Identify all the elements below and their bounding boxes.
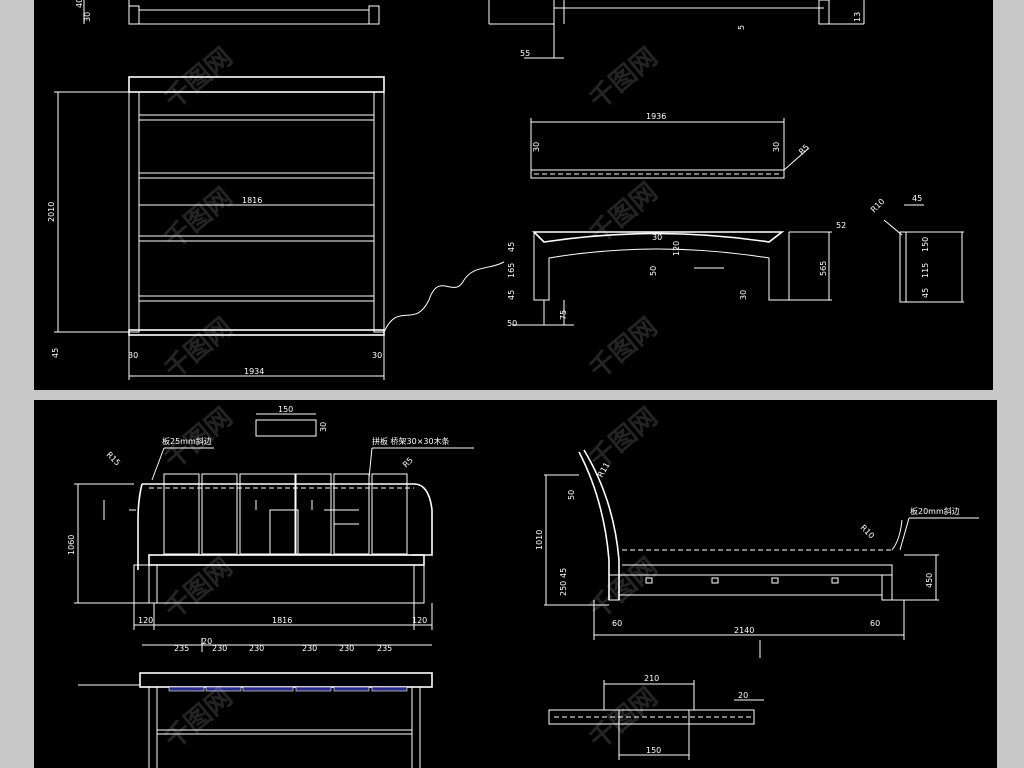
slat-block bbox=[205, 686, 242, 692]
side-small-2: 450 bbox=[925, 573, 934, 588]
front-width: 1816 bbox=[272, 616, 292, 625]
right-dim-45-bottom: 45 bbox=[921, 288, 930, 298]
side-small-3: 50 bbox=[567, 490, 576, 500]
under-dim-0: 235 bbox=[174, 644, 189, 653]
watermark: 千图网 bbox=[159, 552, 238, 625]
top-box-side: 30 bbox=[319, 422, 328, 432]
r-left: R15 bbox=[105, 450, 123, 468]
watermark: 千图网 bbox=[584, 682, 663, 755]
top-drawing-panel: 40 30 55 5 13 1816 2010 45 bbox=[34, 0, 993, 390]
side-note: 板20mm斜边 bbox=[910, 506, 960, 516]
dim-left-bottom: 45 bbox=[51, 348, 60, 358]
bottom-drawing-svg: 150 30 1060 1816 120 120 板 bbox=[67, 402, 979, 768]
note-left: 板25mm斜边 bbox=[162, 436, 212, 446]
dim-40: 40 bbox=[75, 0, 84, 8]
watermark: 千图网 bbox=[159, 682, 238, 755]
watermark: 千图网 bbox=[584, 552, 663, 625]
section-bottom: 150 bbox=[646, 746, 661, 755]
section-side: 20 bbox=[738, 691, 748, 700]
dim-corner-left: 30 bbox=[128, 351, 138, 360]
section-view: 210 20 150 bbox=[548, 674, 764, 760]
end-dim-1: 165 bbox=[507, 263, 516, 278]
slat-block bbox=[295, 686, 332, 692]
dim-55: 55 bbox=[520, 49, 530, 58]
side-small-1: 250 bbox=[559, 581, 568, 596]
right-dim-45-top: 45 bbox=[912, 194, 922, 203]
watermark: 千图网 bbox=[159, 42, 238, 115]
end-dim-9: 52 bbox=[836, 221, 846, 230]
right-r10: R10 bbox=[869, 197, 887, 215]
dim-inner-width: 1816 bbox=[242, 196, 262, 205]
end-view: 45 165 45 50 75 30 120 50 30 52 565 bbox=[507, 221, 846, 328]
watermark: 千图网 bbox=[584, 42, 663, 115]
lower-plan: 20 235 230 230 230 230 235 bbox=[78, 637, 433, 768]
top-box-dim: 150 bbox=[278, 405, 293, 414]
slat-block bbox=[371, 686, 408, 692]
bed-plan-view: 1816 2010 45 1934 30 30 bbox=[47, 76, 385, 380]
board-width: 1936 bbox=[646, 112, 666, 121]
board-left-dim: 30 bbox=[532, 142, 541, 152]
dim-corner-right: 30 bbox=[372, 351, 382, 360]
end-dim-5: 30 bbox=[652, 233, 662, 242]
end-dim-8: 30 bbox=[739, 290, 748, 300]
side-r-right: R10 bbox=[859, 523, 877, 541]
end-dim-2: 45 bbox=[507, 290, 516, 300]
dim-30: 30 bbox=[83, 12, 92, 22]
front-right: 120 bbox=[412, 616, 427, 625]
under-dim-5: 235 bbox=[377, 644, 392, 653]
dim-bottom-width: 1934 bbox=[244, 367, 264, 376]
dim-5: 5 bbox=[737, 25, 746, 30]
top-strip-left: 40 30 bbox=[75, 0, 380, 25]
end-dim-6: 120 bbox=[672, 241, 681, 256]
right-dim-115: 115 bbox=[921, 263, 930, 278]
right-dim-150: 150 bbox=[921, 237, 930, 252]
under-dim-2: 230 bbox=[249, 644, 264, 653]
watermark: 千图网 bbox=[584, 312, 663, 385]
dim-height: 2010 bbox=[47, 202, 56, 222]
r-right: R5 bbox=[401, 456, 415, 470]
under-dim-1: 230 bbox=[212, 644, 227, 653]
section-top: 210 bbox=[644, 674, 659, 683]
side-left: 60 bbox=[612, 619, 622, 628]
under-dim-3: 230 bbox=[302, 644, 317, 653]
end-dim-7: 50 bbox=[649, 266, 658, 276]
top-strip-right: 55 5 13 bbox=[488, 0, 865, 59]
top-drawing-svg: 40 30 55 5 13 1816 2010 45 bbox=[47, 0, 964, 385]
side-view: 1010 2140 60 60 R11 R10 板20mm斜边 45 250 4… bbox=[535, 449, 979, 658]
side-right: 60 bbox=[870, 619, 880, 628]
break-line bbox=[383, 261, 505, 333]
end-dim-0: 45 bbox=[507, 242, 516, 252]
front-height: 1060 bbox=[67, 535, 76, 555]
end-dim-3: 50 bbox=[507, 319, 517, 328]
right-detail: R10 45 150 115 45 bbox=[869, 194, 964, 303]
slat-block bbox=[333, 686, 370, 692]
slat-block bbox=[168, 686, 205, 692]
side-length: 2140 bbox=[734, 626, 754, 635]
front-left: 120 bbox=[138, 616, 153, 625]
slat-block bbox=[242, 686, 294, 692]
end-dim-4: 75 bbox=[559, 310, 568, 320]
watermark: 千图网 bbox=[159, 182, 238, 255]
end-dim-10: 565 bbox=[819, 261, 828, 276]
note-right: 拼板 桥架30×30木条 bbox=[372, 436, 450, 446]
board-view: 1936 30 30 R5 bbox=[530, 112, 811, 179]
under-dim-4: 230 bbox=[339, 644, 354, 653]
side-small-0: 45 bbox=[559, 568, 568, 578]
watermark: 千图网 bbox=[584, 402, 663, 475]
watermark: 千图网 bbox=[159, 312, 238, 385]
dim-20: 20 bbox=[202, 637, 212, 646]
board-right-dim: 30 bbox=[772, 142, 781, 152]
board-angle: R5 bbox=[797, 143, 811, 157]
front-view: 150 30 1060 1816 120 120 板 bbox=[67, 405, 474, 630]
side-height: 1010 bbox=[535, 530, 544, 550]
bottom-drawing-panel: 150 30 1060 1816 120 120 板 bbox=[34, 400, 997, 768]
dim-13: 13 bbox=[853, 12, 862, 22]
